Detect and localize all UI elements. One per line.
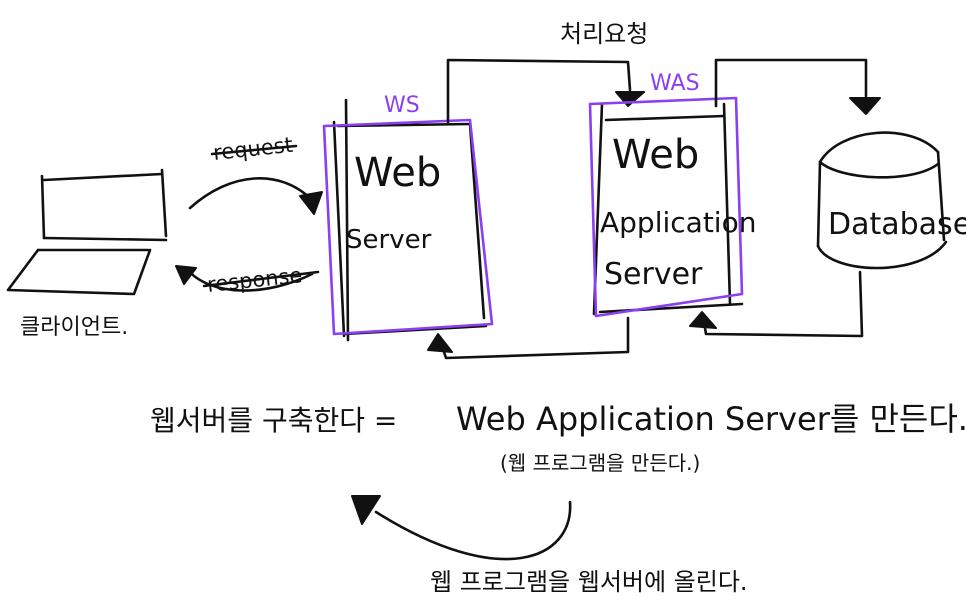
note-bottom: 웹 프로그램을 웹서버에 올린다. xyxy=(430,568,748,596)
ws-to-was-connector xyxy=(446,58,645,124)
was-subtitle-2: Server xyxy=(604,257,703,292)
was-tag: WAS xyxy=(650,71,700,96)
web-server-subtitle: Server xyxy=(346,225,432,255)
web-server-title: Web xyxy=(354,150,441,196)
was-to-ws-connector xyxy=(427,316,630,360)
was-subtitle-1: Application xyxy=(600,206,756,239)
response-arrow xyxy=(175,265,314,292)
note-main-prefix: 웹서버를 구축한다 = xyxy=(150,404,397,437)
database-label: Database xyxy=(828,207,966,242)
db-to-was-connector xyxy=(689,270,864,338)
note-paren: (웹 프로그램을 만든다.) xyxy=(500,451,700,475)
was-to-db-connector xyxy=(714,58,881,115)
note-main-suffix: Web Application Server를 만든다. xyxy=(456,400,966,438)
web-server-box xyxy=(322,98,494,342)
response-strike xyxy=(202,270,320,288)
client-label: 클라이언트. xyxy=(20,315,128,340)
database-cylinder xyxy=(816,131,948,270)
request-strike xyxy=(210,144,298,156)
was-box xyxy=(588,96,744,318)
processing-request-label: 처리요청 xyxy=(560,20,648,48)
upload-arrow xyxy=(351,495,572,561)
was-title: Web xyxy=(612,132,699,178)
client-laptop xyxy=(6,168,168,296)
request-arrow xyxy=(188,177,323,215)
web-server-tag: WS xyxy=(384,93,420,118)
